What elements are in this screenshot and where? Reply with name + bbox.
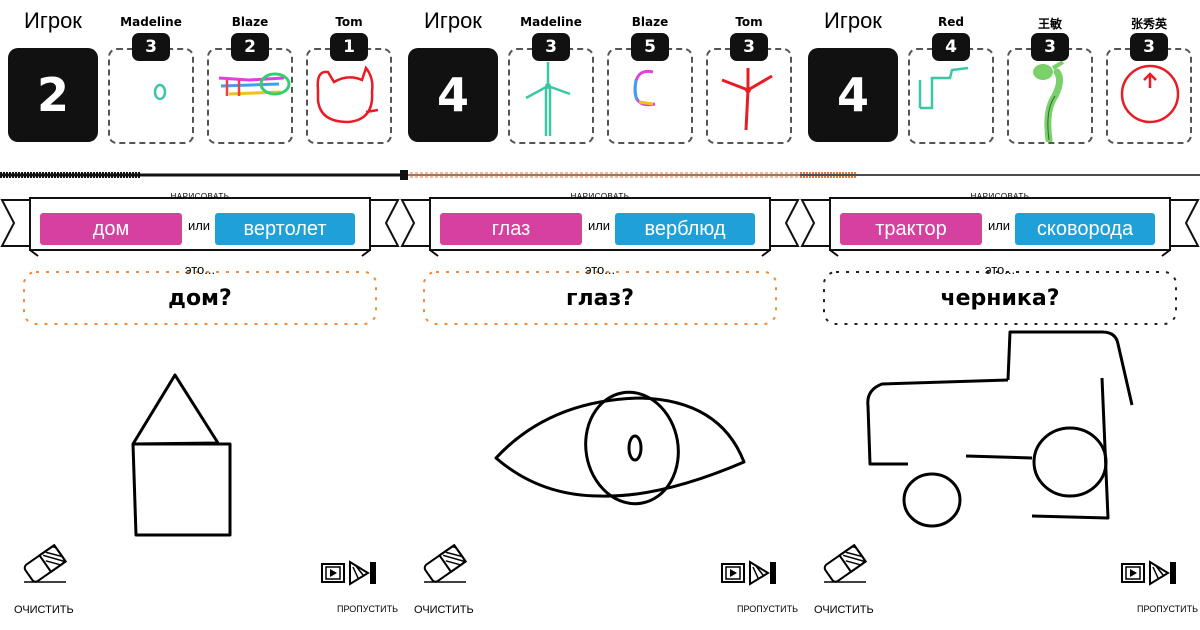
draw-label: НАРИСОВАТЬ [570,192,630,201]
opponent-score-badge: 4 [932,33,970,61]
opponent-drawing-card [908,48,994,144]
guess-text: глаз? [566,286,634,311]
word-option-b[interactable]: сковорода [1015,213,1155,245]
guess-border [823,271,1177,325]
opponent-name: 王敏 [1037,17,1062,31]
opponent-score-badge: 2 [231,33,269,61]
drawing-canvas[interactable] [400,330,800,550]
opponent-doodle [1033,60,1065,142]
opponent-name: Madeline [120,15,182,29]
eraser-icon[interactable] [820,544,870,586]
opponent-score-badge: 3 [730,33,768,61]
opponent-drawing-card [706,48,792,144]
guess-prefix: это... [584,262,616,277]
round-timeline [800,172,1200,178]
clear-button-label[interactable]: ОЧИСТИТЬ [14,604,74,616]
opponent-doodle [1120,64,1180,124]
opponent-doodle [633,69,656,107]
opponent-score-badge: 3 [1031,33,1069,61]
guess-text: дом? [168,286,232,311]
round-timeline [400,170,800,180]
skip-icon[interactable] [720,558,780,588]
opponent-drawing-card [1007,48,1093,144]
word-option-b[interactable]: вертолет [215,213,355,245]
player-score: 4 [408,48,498,142]
player-label: Игрок [424,8,482,33]
skip-button-label[interactable]: ПРОПУСТИТЬ [337,604,399,614]
or-label: или [987,218,1011,233]
or-label: или [187,218,211,233]
opponent-madeline: Madeline 3 [504,0,598,146]
guess-border [23,271,377,325]
eraser-icon[interactable] [20,544,70,586]
opponent-drawing-card [108,48,194,144]
word-choice-ribbon: НАРИСОВАТЬ дом или вертолет [0,188,400,258]
word-choice-ribbon: НАРИСОВАТЬ глаз или верблюд [400,188,800,258]
opponent-blaze: Blaze 2 [203,0,297,146]
clear-button-label[interactable]: ОЧИСТИТЬ [414,604,474,616]
player-label: Игрок [824,8,882,33]
player-label: Игрок [24,8,82,33]
opponent-name: Madeline [520,15,582,29]
opponent-name: 张秀英 [1130,17,1167,31]
player-score: 2 [8,48,98,142]
opponent-red: Red 4 [904,0,998,146]
drawing-canvas[interactable] [800,330,1200,550]
opponent-blaze: Blaze 5 [603,0,697,146]
opponent-name: Tom [335,15,363,29]
opponent-name: Blaze [631,15,669,29]
opponent-score-badge: 3 [132,33,170,61]
skip-button-label[interactable]: ПРОПУСТИТЬ [737,604,799,614]
opponent-score-badge: 5 [631,33,669,61]
opponent-score-badge: 3 [1130,33,1168,61]
player-score: 4 [808,48,898,142]
word-option-a[interactable]: трактор [840,213,982,245]
word-option-b[interactable]: верблюд [615,213,755,245]
opponent-doodle [525,62,571,136]
opponent-name: Red [938,15,964,29]
opponent-drawing-card [1106,48,1192,144]
opponent-tom: Tom 3 [702,0,796,146]
opponent-tom: Tom 1 [302,0,396,146]
guess-prefix: это... [984,262,1016,277]
opponent-zhang-xiuying: 张秀英 3 [1102,0,1196,146]
guess-text: черника? [940,286,1060,311]
guess-box: это... дом? [22,262,378,326]
opponent-score-badge: 1 [330,33,368,61]
guess-box: это... глаз? [422,262,778,326]
opponent-wang-min: 王敏 3 [1003,0,1097,146]
guess-box: это... черника? [822,262,1178,326]
opponent-name: Blaze [231,15,269,29]
opponent-doodle [918,66,969,110]
word-option-a[interactable]: глаз [440,213,582,245]
game-panel-2: Игрок 4 Madeline 3 Blaze 5 Tom [400,0,800,630]
opponent-doodle [721,68,773,131]
guess-border [423,271,777,325]
skip-icon[interactable] [1120,558,1180,588]
opponent-drawing-card [207,48,293,144]
skip-button-label[interactable]: ПРОПУСТИТЬ [1137,604,1199,614]
opponent-doodle [316,65,379,124]
game-panel-1: Игрок 2 Madeline 3 Blaze 2 Tom [0,0,400,630]
opponent-name: Tom [735,15,763,29]
game-panel-3: Игрок 4 Red 4 王敏 3 张秀英 [800,0,1200,630]
eraser-icon[interactable] [420,544,470,586]
opponent-drawing-card [607,48,693,144]
or-label: или [587,218,611,233]
opponent-madeline: Madeline 3 [104,0,198,146]
word-choice-ribbon: НАРИСОВАТЬ трактор или сковорода [800,188,1200,258]
skip-icon[interactable] [320,558,380,588]
drawing-canvas[interactable] [0,330,400,550]
draw-label: НАРИСОВАТЬ [170,192,230,201]
draw-label: НАРИСОВАТЬ [970,192,1030,201]
word-option-a[interactable]: дом [40,213,182,245]
guess-prefix: это... [184,262,216,277]
opponent-score-badge: 3 [532,33,570,61]
opponent-doodle [153,83,167,101]
opponent-doodle [218,72,291,96]
round-timeline [0,172,400,178]
opponent-drawing-card [508,48,594,144]
opponent-drawing-card [306,48,392,144]
clear-button-label[interactable]: ОЧИСТИТЬ [814,604,874,616]
